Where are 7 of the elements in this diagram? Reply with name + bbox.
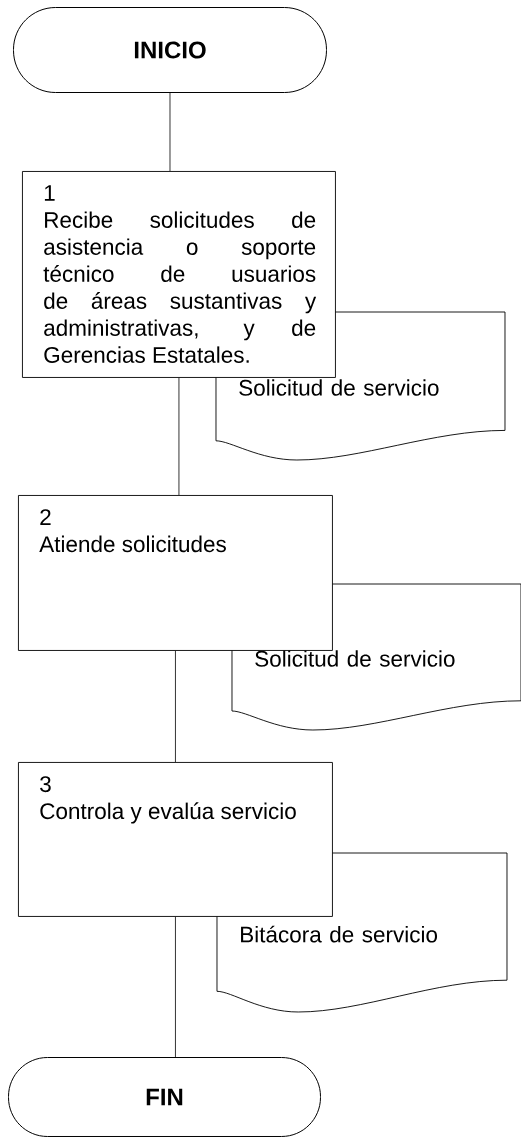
connector-line — [175, 650, 176, 763]
connector-line — [169, 92, 171, 172]
process-box: 3 Controla y evalúa servicio — [18, 762, 333, 917]
process-box: 2 Atiende solicitudes — [18, 495, 333, 651]
process-box: 1 Recibe solicitudes de asistencia o soporte técnico de usuarios de áreas sustantivas y administrativas, y de Gerencias Estatales. — [22, 171, 336, 378]
connector-line — [175, 916, 176, 1058]
connector-line — [178, 377, 180, 496]
